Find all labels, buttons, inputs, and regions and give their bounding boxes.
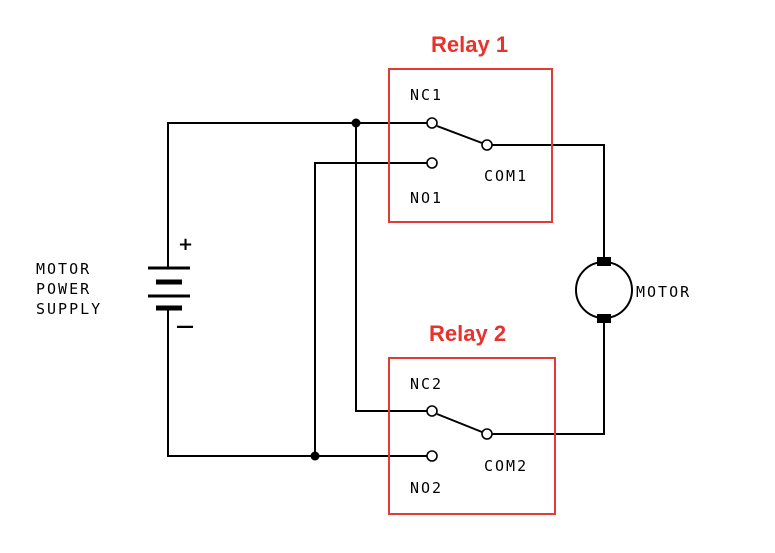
wire-junction-to-nc2 [355,123,427,412]
relay-2-nc-label: NC2 [410,375,443,393]
power-supply-label-line-2: POWER [36,280,91,298]
relay-1-com-terminal [481,139,493,151]
power-supply-label-line-1: MOTOR [36,260,91,278]
motor-circle [575,261,633,319]
battery-plus-sign: + [178,234,193,255]
relay-2-com-label: COM2 [484,457,528,475]
battery-minus-sign: — [176,316,194,337]
motor-brush-top [597,257,611,266]
power-supply-label-line-3: SUPPLY [36,300,102,318]
relay-2-no-label: NO2 [410,479,443,497]
motor-brush-bottom [597,314,611,323]
relay-2: Relay 2 NC2 NO2 COM2 [388,321,556,515]
battery-symbol: + — [148,234,194,337]
relay-1-nc-label: NC1 [410,86,443,104]
power-supply-label: MOTOR POWER SUPPLY [36,260,102,318]
relay-1-box [388,68,553,223]
relay-2-switch-arm [436,413,483,433]
relay-1-title: Relay 1 [431,32,508,57]
relay-1-com-label: COM1 [484,167,528,185]
relay-1-no-label: NO1 [410,189,443,207]
relay-2-nc-terminal [426,405,438,417]
relay-2-box [388,357,556,515]
relay-2-title: Relay 2 [429,321,506,346]
wire-battery-plus-to-nc1 [167,122,427,262]
relay-1-switch-arm [436,125,483,144]
relay-2-com-terminal [481,428,493,440]
wire-com2-to-motor [492,322,605,435]
motor-symbol: MOTOR [575,257,691,323]
junction-dot-top [351,118,361,128]
relay-2-no-terminal [426,450,438,462]
wire-com1-to-motor [492,144,605,258]
relay-1: Relay 1 NC1 NO1 COM1 [388,32,553,223]
relay-1-nc-terminal [426,117,438,129]
relay-1-no-terminal [426,157,438,169]
junction-dot-bottom [310,451,320,461]
wire-battery-minus-to-no2 [167,312,427,457]
motor-label: MOTOR [636,283,691,301]
wiring [167,122,605,457]
